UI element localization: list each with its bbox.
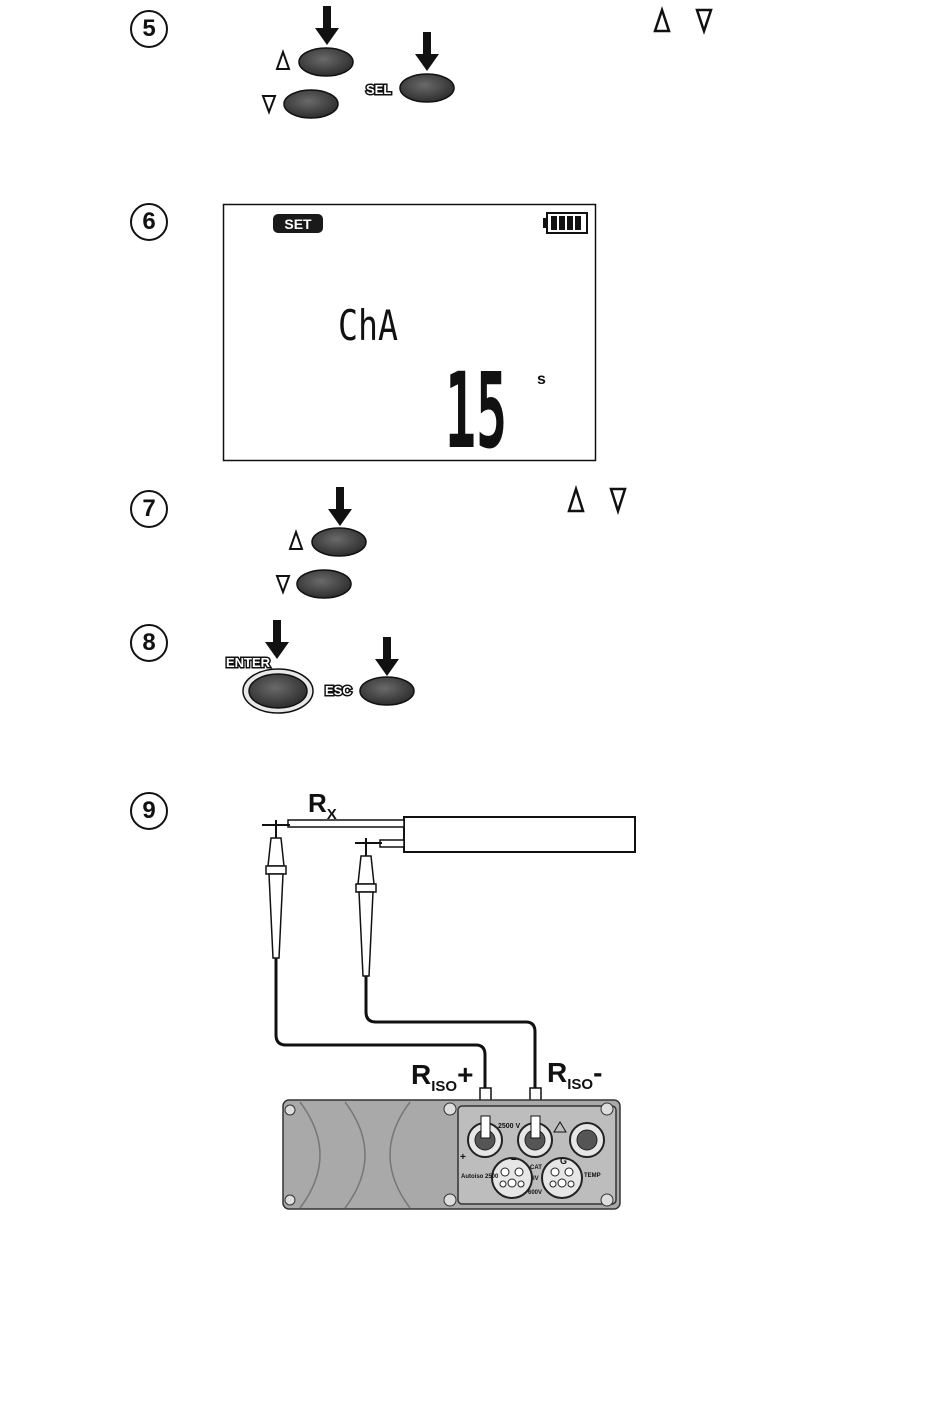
press-arrow-icon bbox=[328, 487, 352, 526]
esc-label: ESC bbox=[325, 683, 352, 698]
down-button[interactable] bbox=[284, 90, 338, 118]
riso-minus-label: RISO- bbox=[547, 1057, 602, 1093]
test-probe-minus bbox=[356, 838, 376, 976]
lead-minus bbox=[366, 976, 535, 1088]
up-button[interactable] bbox=[299, 48, 353, 76]
press-arrow-icon bbox=[265, 620, 289, 659]
down-arrow-icon bbox=[263, 96, 275, 112]
sel-label: SEL bbox=[366, 82, 391, 97]
lcd-display: SET ChA 15 s bbox=[223, 204, 597, 462]
rx-label: RX bbox=[308, 788, 337, 823]
guard-label: G bbox=[560, 1156, 567, 1166]
lcd-value: 15 bbox=[445, 350, 507, 472]
enter-button[interactable] bbox=[249, 674, 307, 708]
temp-label: TEMP bbox=[584, 1173, 601, 1179]
sel-button[interactable] bbox=[400, 74, 454, 102]
press-arrow-icon bbox=[315, 6, 339, 45]
model-label: Autoiso 2500 bbox=[461, 1174, 499, 1180]
plus-marker: + bbox=[460, 1152, 466, 1163]
lcd-parameter: ChA bbox=[338, 301, 398, 350]
connection-diagram: RX RISO+ RISO- bbox=[0, 780, 950, 1220]
press-arrow-icon bbox=[415, 32, 439, 71]
down-arrow-icon bbox=[611, 489, 625, 511]
rx-object bbox=[404, 817, 635, 852]
down-button[interactable] bbox=[297, 570, 351, 598]
step-8-illustration: ENTER ESC bbox=[0, 615, 950, 725]
cat-label: CAT bbox=[530, 1165, 542, 1171]
step-7-illustration bbox=[0, 480, 950, 600]
down-arrow-icon bbox=[697, 10, 711, 31]
up-button[interactable] bbox=[312, 528, 366, 556]
riso-plus-label: RISO+ bbox=[411, 1059, 473, 1095]
enter-label: ENTER bbox=[226, 655, 271, 670]
press-arrow-icon bbox=[375, 637, 399, 676]
minus-marker: – bbox=[511, 1154, 517, 1165]
down-arrow-icon bbox=[277, 576, 289, 592]
esc-button[interactable] bbox=[360, 677, 414, 705]
lcd-unit: s bbox=[537, 371, 546, 388]
step-6-badge: 6 bbox=[130, 203, 168, 241]
meter-device: 2500 V – + G Autoiso 2500 CAT IV 600V TE… bbox=[283, 1100, 620, 1209]
step-5-illustration: SEL bbox=[0, 0, 950, 140]
test-probe-plus bbox=[266, 820, 286, 958]
up-arrow-icon bbox=[277, 52, 289, 69]
voltage-label: 2500 V bbox=[498, 1123, 521, 1130]
up-arrow-icon bbox=[655, 10, 669, 31]
cat-roman-label: IV bbox=[533, 1176, 539, 1182]
up-arrow-icon bbox=[569, 489, 583, 511]
up-arrow-icon bbox=[290, 532, 302, 549]
cat-voltage-label: 600V bbox=[528, 1190, 542, 1196]
set-badge: SET bbox=[284, 216, 312, 232]
